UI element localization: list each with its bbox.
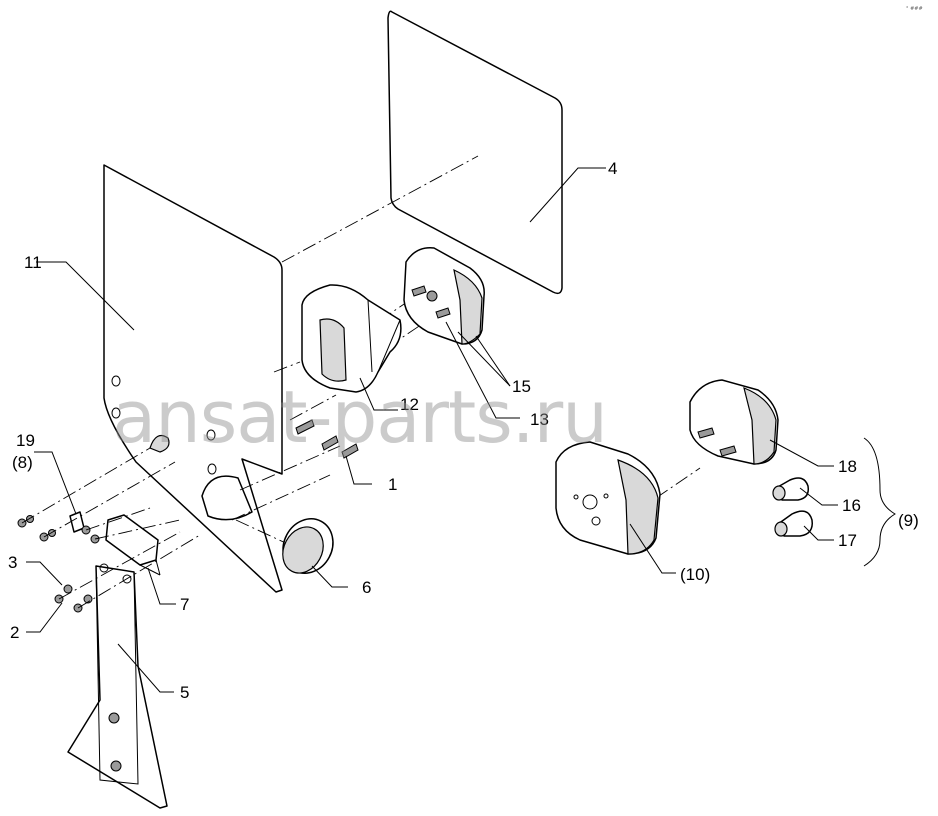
label-9: (9) — [898, 511, 919, 530]
panel-hole — [207, 463, 217, 475]
part-6-reflector-rim — [282, 526, 324, 574]
part-7-plate-edge — [139, 559, 161, 576]
cover-hole-large — [582, 494, 598, 510]
fasteners-left — [17, 515, 100, 613]
panel-hole — [206, 429, 216, 441]
part-7-plate — [105, 514, 159, 566]
part-10-cover-side — [617, 459, 659, 555]
label-8: (8) — [12, 453, 33, 472]
watermark-text: ansat-parts.ru — [112, 375, 607, 459]
bracket-hole — [122, 574, 132, 584]
label-5: 5 — [180, 683, 189, 702]
panel-tab — [149, 435, 170, 453]
label-17: 17 — [838, 531, 857, 550]
part-18-stud — [719, 445, 737, 457]
part-18-lamp-side — [743, 387, 777, 465]
leader-lines — [26, 167, 838, 693]
label-16: 16 — [842, 496, 861, 515]
panel-hole — [111, 407, 121, 419]
part-17-bulb — [774, 510, 813, 537]
label-11: 11 — [24, 253, 42, 272]
lamp-socket — [426, 290, 438, 302]
panel-flap — [201, 475, 253, 521]
part-12-housing-side — [367, 299, 401, 373]
part-16-bulb — [772, 477, 810, 501]
bolts-part-1 — [295, 419, 359, 459]
bracket-bolt — [110, 760, 122, 772]
part-18-stud — [697, 427, 715, 439]
cover-hole-tiny — [603, 493, 609, 499]
label-6: 6 — [362, 578, 371, 597]
label-13: 13 — [530, 410, 549, 429]
part-labels: 11 4 19 (8) 3 2 1 6 7 5 12 15 13 18 16 1… — [8, 159, 919, 702]
label-7: 7 — [180, 595, 189, 614]
group-bracket-9 — [863, 437, 896, 567]
label-12: 12 — [400, 395, 419, 414]
label-10: (10) — [680, 565, 710, 584]
part-5-bracket-face — [95, 565, 139, 785]
part-12-housing-slot — [319, 318, 347, 382]
part-13-lamp-side — [453, 268, 483, 345]
lamp-stud — [411, 285, 427, 297]
label-18: 18 — [838, 457, 857, 476]
label-3: 3 — [8, 553, 17, 572]
corner-mark: ° ### — [906, 6, 923, 12]
bracket-bolt — [108, 712, 120, 724]
label-19: 19 — [16, 431, 35, 450]
cover-hole-tiny — [573, 494, 579, 500]
label-2: 2 — [10, 623, 19, 642]
part-5-bracket — [67, 565, 168, 809]
label-1: 1 — [388, 475, 397, 494]
lamp-stud — [435, 307, 451, 319]
panel-hole — [111, 375, 121, 387]
bracket-hole — [99, 563, 109, 573]
part-4-panel — [387, 10, 563, 295]
label-15: 15 — [512, 377, 531, 396]
label-4: 4 — [608, 159, 617, 178]
cover-hole-small — [591, 516, 601, 526]
